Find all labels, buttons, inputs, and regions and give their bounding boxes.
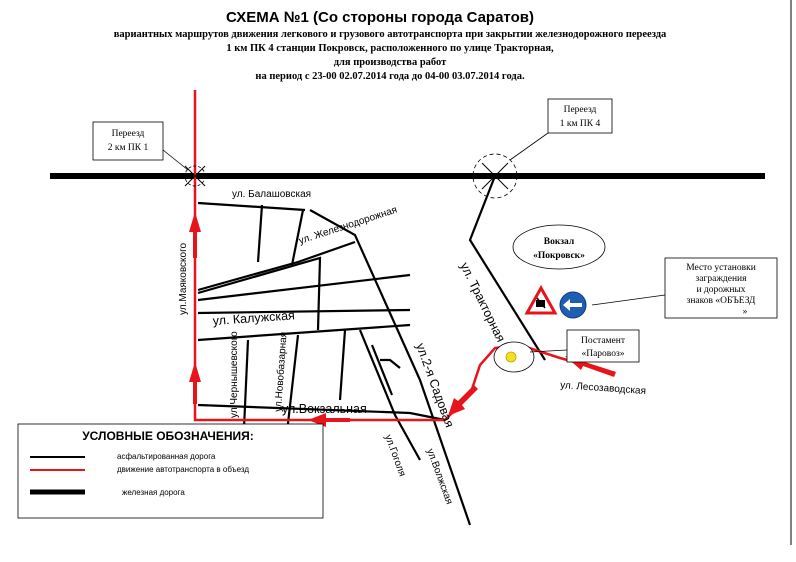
road-traktornaya	[468, 175, 546, 361]
arrow-up-1	[189, 212, 201, 258]
road-gogolya	[358, 329, 421, 461]
road-sadovaya	[309, 209, 472, 526]
label-volzhskaya: ул.Волжская	[424, 447, 454, 506]
road-balashovskaya	[197, 201, 306, 212]
monument-marker-icon	[505, 351, 517, 363]
label-novobazarnaya: ул.Новобазарная	[272, 331, 290, 412]
monument-parovoz: Постамент «Паровоз»	[493, 329, 640, 373]
road-zheleznodorozhnaya-1	[197, 240, 356, 292]
label-chernyshevskogo: ул.Чернышевского	[229, 331, 240, 418]
arrow-left	[308, 413, 350, 427]
road-vokzalnaya	[197, 403, 446, 422]
arrow-up-2	[189, 362, 201, 404]
svg-text:»: »	[743, 307, 748, 317]
station-vokzal: Вокзал «Покровск»	[512, 224, 606, 270]
roadworks-sign-icon	[524, 284, 558, 315]
callout-signs-location: Место установки заграждения и дорожных з…	[591, 257, 778, 319]
road-cross-2	[197, 308, 411, 315]
legend-label-detour: движение автотранспорта в объезд	[117, 465, 249, 474]
svg-text:и дорожных: и дорожных	[696, 285, 745, 295]
label-lesozavodskaya: ул. Лесозаводская	[560, 380, 647, 397]
road-vertical-3	[338, 329, 347, 401]
asphalt-roads	[197, 175, 546, 526]
label-kaluzhskaya: ул. Калужская	[212, 308, 295, 328]
road-short	[370, 344, 394, 396]
map-title: СХЕМА №1 (Со стороны города Саратов)	[226, 9, 534, 26]
svg-text:знаков «ОБЪЕЗД: знаков «ОБЪЕЗД	[687, 296, 756, 306]
svg-text:Постамент: Постамент	[581, 336, 626, 346]
road-balashovskaya-spur	[256, 204, 264, 263]
subtitle-line-3: для производства работ	[334, 57, 447, 68]
road-small-bend	[380, 358, 401, 369]
svg-text:1 км ПК 4: 1 км ПК 4	[560, 119, 601, 129]
subtitle-line-4: на период с 23-00 02.07.2014 года до 04-…	[255, 71, 525, 82]
svg-text:Место установки: Место установки	[686, 263, 756, 273]
label-vokzalnaya: ул.Вокзальная	[282, 402, 367, 416]
road-kaluzhskaya	[197, 323, 411, 342]
label-balashovskaya: ул. Балашовская	[232, 189, 311, 200]
svg-text:Вокзал: Вокзал	[544, 237, 575, 247]
label-sadovaya: ул.2-я Садовая	[413, 341, 456, 429]
subtitle-line-2: 1 км ПК 4 станции Покровск, расположенно…	[226, 43, 554, 54]
arrow-diag	[448, 385, 478, 416]
svg-text:заграждения: заграждения	[696, 274, 748, 284]
detour-line	[193, 90, 616, 422]
svg-text:Переезд: Переезд	[564, 105, 597, 115]
legend-label-asphalt: асфальтированная дорога	[117, 452, 216, 461]
legend-label-railway: железная дорога	[122, 488, 185, 497]
callout-crossing-left: Переезд 2 км ПК 1	[92, 121, 189, 171]
label-gogolya: ул.Гоголя	[382, 433, 407, 478]
detour-route	[193, 90, 616, 422]
label-traktornaya: ул. Тракторная	[457, 260, 508, 344]
road-zheleznodorozhnaya-2	[197, 256, 322, 331]
svg-text:«Покровск»: «Покровск»	[533, 251, 585, 261]
crossing-right-marker	[472, 153, 518, 199]
subtitle-line-1: вариантных маршрутов движения легкового …	[114, 29, 667, 40]
detour-sign-icon	[559, 291, 587, 319]
callout-crossing-right: Переезд 1 км ПК 4	[509, 98, 613, 161]
svg-text:«Паровоз»: «Паровоз»	[581, 349, 624, 359]
crossing-right-x2	[481, 162, 509, 190]
crossing-left-x2	[184, 165, 206, 187]
road-balashovskaya-end	[290, 209, 305, 266]
svg-text:2 км ПК 1: 2 км ПК 1	[108, 143, 149, 153]
label-mayakovskogo: ул.Маяковского	[178, 242, 189, 315]
svg-text:Переезд: Переезд	[112, 129, 145, 139]
legend: УСЛОВНЫЕ ОБОЗНАЧЕНИЯ: асфальтированная д…	[17, 423, 324, 519]
legend-title: УСЛОВНЫЕ ОБОЗНАЧЕНИЯ:	[82, 429, 254, 443]
crossing-left-marker	[184, 165, 206, 187]
